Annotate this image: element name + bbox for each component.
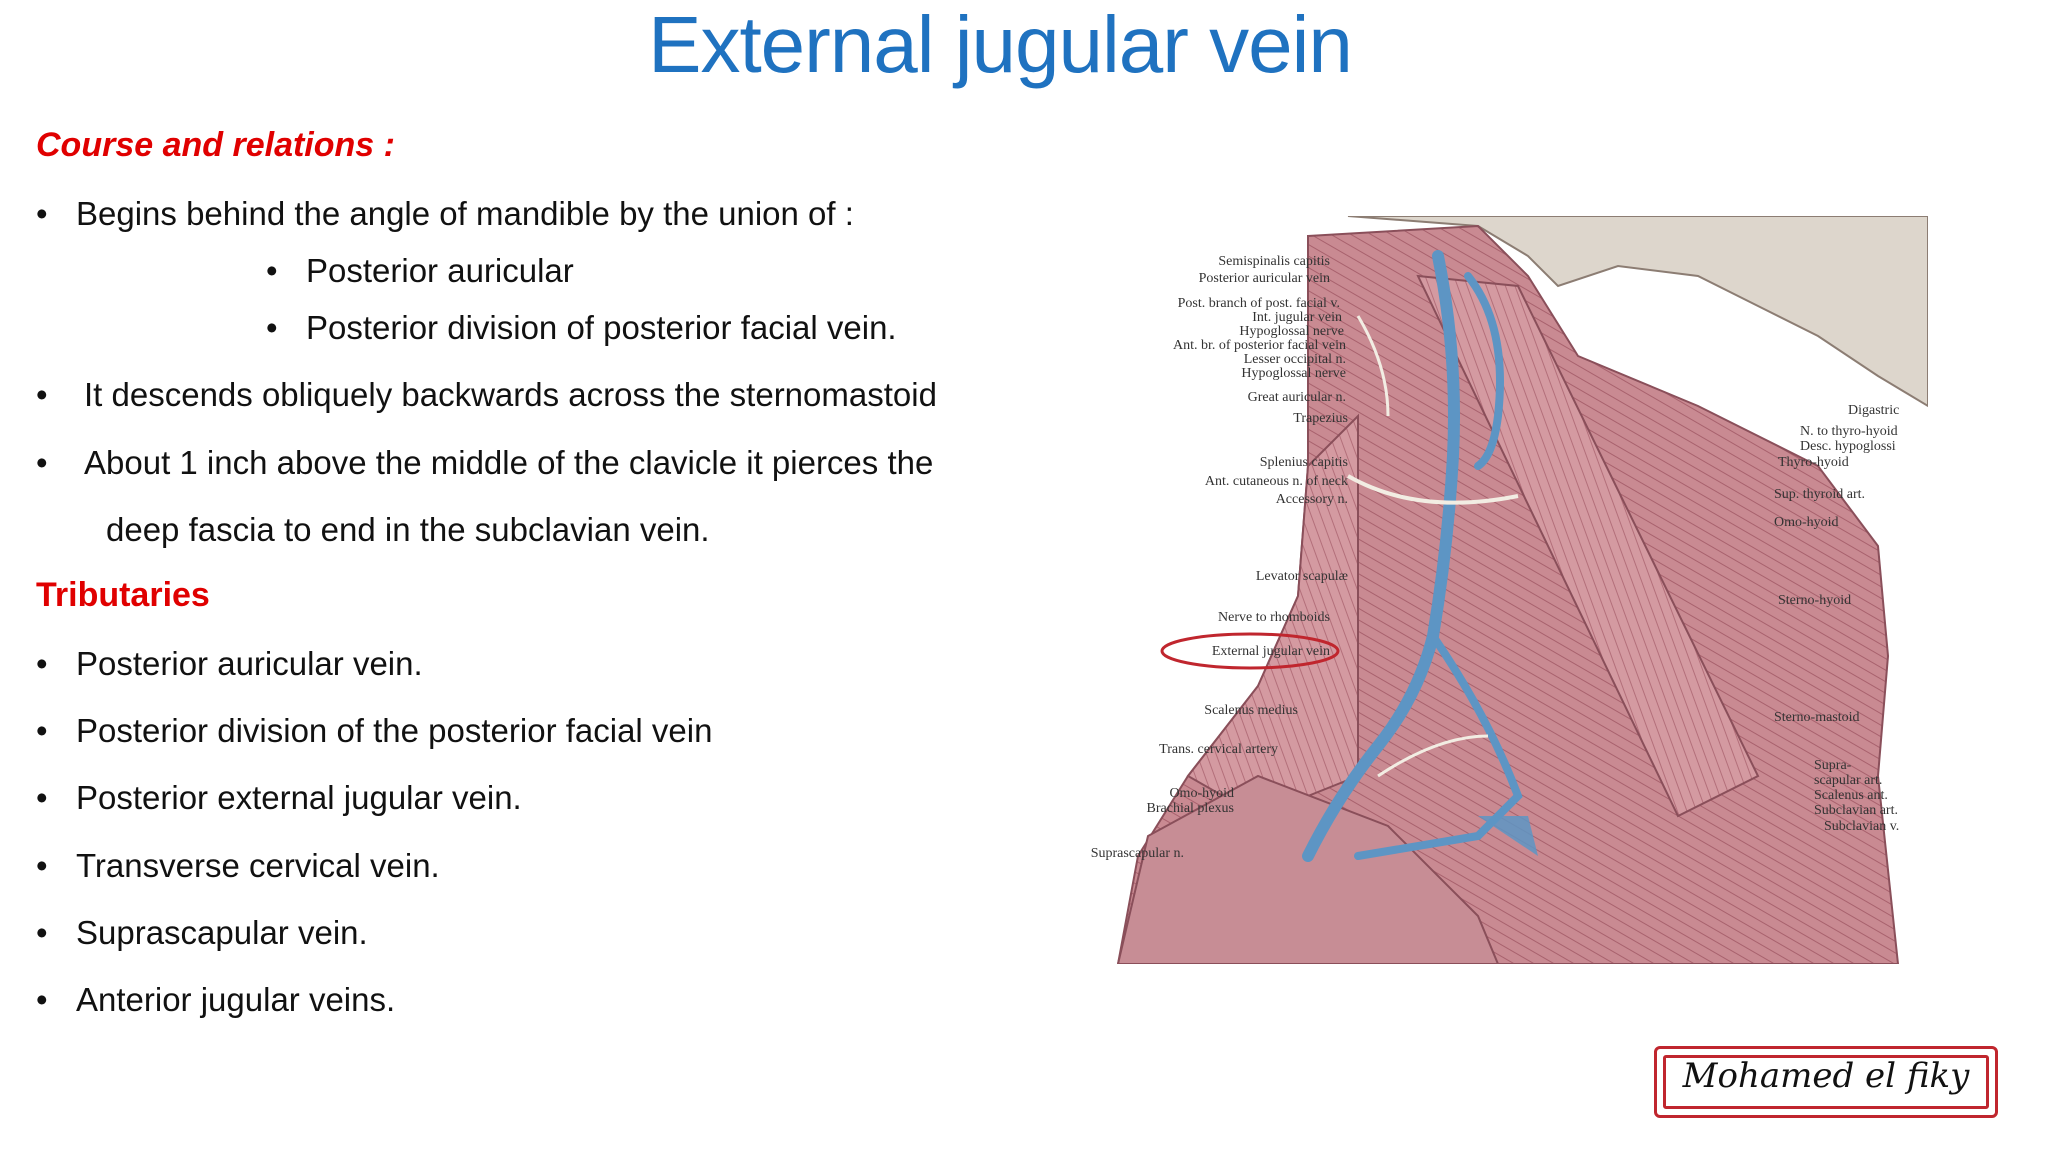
bullet-dot: •: [266, 309, 278, 346]
figure-label: Hypoglossal nerve: [1241, 366, 1346, 381]
bullet-dot: •: [36, 779, 48, 816]
internal-jugular-vein: [1464, 272, 1504, 470]
course-text-5: About 1 inch above the middle of the cla…: [84, 444, 934, 481]
figure-label: N. to thyro-hyoid: [1800, 424, 1898, 439]
tributary-text: Transverse cervical vein.: [76, 847, 440, 884]
course-text-4: It descends obliquely backwards across t…: [84, 376, 937, 413]
bullet-dot: •: [36, 195, 48, 232]
figure-label: Lesser occipital n.: [1244, 352, 1346, 367]
figure-label: Sterno-hyoid: [1778, 593, 1851, 608]
tributary-text: Posterior external jugular vein.: [76, 779, 522, 816]
tributaries-heading: Tributaries: [36, 576, 210, 614]
figure-label: scapular art.: [1814, 773, 1882, 788]
figure-label: Subclavian v.: [1824, 819, 1899, 834]
figure-label: Nerve to rhomboids: [1218, 610, 1330, 625]
bullet-dot: •: [36, 981, 48, 1018]
figure-label: Desc. hypoglossi: [1800, 439, 1896, 454]
figure-label: Subclavian art.: [1814, 803, 1898, 818]
bullet-dot: •: [36, 645, 48, 682]
bullet-dot: •: [36, 712, 48, 749]
tributary-text: Suprascapular vein.: [76, 914, 368, 951]
tributary-text: Anterior jugular veins.: [76, 981, 396, 1018]
course-text-6: deep fascia to end in the subclavian vei…: [106, 511, 710, 548]
figure-label: Trapezius: [1293, 411, 1348, 426]
subclavian-vein: [1478, 816, 1538, 856]
figure-label: Omo-hyoid: [1169, 786, 1234, 801]
left-labels: Semispinalis capitis Posterior auricular…: [1091, 254, 1348, 861]
course-heading: Course and relations :: [36, 126, 395, 164]
figure-label: Digastric: [1848, 403, 1899, 418]
neck-anatomy-illustration: Semispinalis capitis Posterior auricular…: [1091, 216, 1928, 964]
tributary-text: Posterior division of the posterior faci…: [76, 712, 713, 749]
course-text-1: Begins behind the angle of mandible by t…: [76, 195, 854, 232]
figure-label: Suprascapular n.: [1091, 846, 1184, 861]
sternomastoid-muscle: [1416, 274, 1760, 818]
signature-text: Mohamed el fiky: [1682, 1056, 1970, 1096]
figure-label: Splenius capitis: [1260, 455, 1348, 470]
figure-label: Trans. cervical artery: [1159, 742, 1278, 757]
figure-label: Thyro-hyoid: [1778, 455, 1849, 470]
figure-label: Accessory n.: [1276, 492, 1348, 507]
figure-label: Ant. cutaneous n. of neck: [1205, 474, 1348, 489]
bullet-dot: •: [36, 847, 48, 884]
nerve: [1347, 474, 1519, 505]
figure-label: Posterior auricular vein: [1199, 271, 1330, 286]
nerve: [1356, 315, 1390, 417]
figure-label: Hypoglossal nerve: [1239, 324, 1344, 339]
external-jugular-vein: [1302, 250, 1460, 862]
figure-label: External jugular vein: [1212, 644, 1330, 659]
tributary-veins: [1354, 632, 1523, 860]
tributary-text: Posterior auricular vein.: [76, 645, 423, 682]
course-text-3: Posterior division of posterior facial v…: [306, 309, 897, 346]
figure-label: Sup. thyroid art.: [1774, 487, 1865, 502]
figure-label: Semispinalis capitis: [1218, 254, 1330, 269]
figure-label: Great auricular n.: [1248, 390, 1346, 405]
bullet-dot: •: [266, 252, 278, 289]
right-labels: Digastric N. to thyro-hyoid Desc. hypogl…: [1774, 403, 1899, 834]
figure-label: Sterno-mastoid: [1774, 710, 1860, 725]
figure-label: Levator scapulæ: [1256, 569, 1348, 584]
course-text-2: Posterior auricular: [306, 252, 574, 289]
bullet-dot: •: [36, 376, 48, 413]
bullet-dot: •: [36, 914, 48, 951]
signature-inner-border: [1663, 1055, 1989, 1109]
mandible-region: [1347, 216, 1928, 408]
figure-label: Brachial plexus: [1147, 801, 1234, 816]
figure-label: Supra-: [1814, 758, 1852, 773]
figure-label: Omo-hyoid: [1774, 515, 1839, 530]
highlight-ring: [1160, 632, 1340, 670]
figure-label: Scalenus ant.: [1814, 788, 1888, 803]
figure-label: Int. jugular vein: [1252, 310, 1342, 325]
neck-anatomy-figure: Semispinalis capitis Posterior auricular…: [1058, 216, 1928, 964]
author-signature: Mohamed el fiky: [1654, 1046, 1998, 1118]
figure-label: Post. branch of post. facial v.: [1178, 296, 1340, 311]
shoulder-region: [1116, 774, 1500, 964]
nerve: [1377, 734, 1489, 778]
slide-title: External jugular vein: [648, 0, 1353, 89]
bullet-dot: •: [36, 444, 48, 481]
figure-label: Ant. br. of posterior facial vein: [1173, 338, 1346, 353]
figure-label: Scalenus medius: [1204, 703, 1298, 718]
